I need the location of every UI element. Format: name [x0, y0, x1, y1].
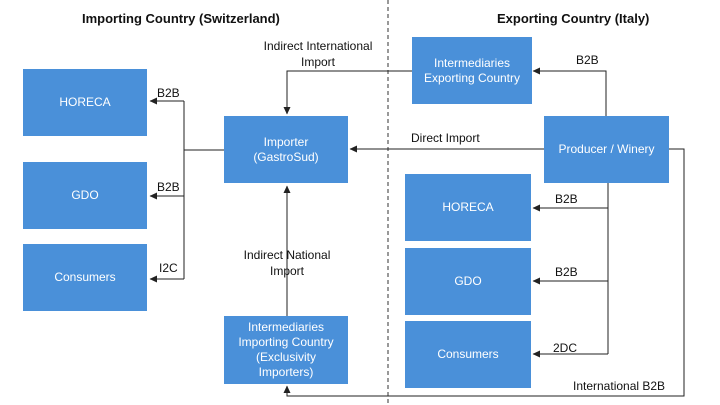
arrow-international-b2b	[283, 148, 685, 397]
box-consumers-it-label: Consumers	[437, 347, 499, 361]
box-intermediaries-importing-line1: Intermediaries	[247, 320, 325, 334]
box-gdo-it-label: GDO	[454, 274, 482, 288]
box-consumers-ch: Consumers	[23, 244, 147, 311]
label-indirect-national-line1: Indirect National	[243, 248, 331, 262]
box-intermediaries-exporting: Intermediaries Exporting Country	[412, 37, 532, 104]
box-gdo-ch: GDO	[23, 162, 147, 229]
label-b2b-horeca-ch: B2B	[157, 86, 180, 100]
box-horeca-ch-label: HORECA	[59, 95, 111, 109]
label-2dc: 2DC	[553, 341, 578, 355]
box-importer-line1: Importer	[263, 134, 309, 149]
box-intermediaries-importing-line4: Importers)	[258, 365, 314, 379]
box-consumers-it: Consumers	[405, 321, 531, 388]
label-b2b-gdo-ch: B2B	[157, 180, 180, 194]
box-intermediaries-importing-line3: (Exclusivity	[255, 350, 316, 364]
box-gdo-ch-label: GDO	[71, 188, 99, 202]
box-gdo-it: GDO	[405, 248, 531, 315]
label-b2b-gdo-it: B2B	[555, 265, 578, 279]
label-b2b-horeca-it: B2B	[555, 192, 578, 206]
box-horeca-it: HORECA	[405, 174, 531, 241]
box-intermediaries-exporting-line2: Exporting Country	[423, 70, 521, 85]
header-importing-country: Importing Country (Switzerland)	[82, 11, 280, 26]
box-intermediaries-exporting-line1: Intermediaries	[433, 55, 511, 70]
label-indirect-national-line2: Import	[269, 264, 305, 278]
label-i2c: I2C	[159, 261, 178, 275]
label-indirect-international-line1: Indirect International	[263, 39, 373, 53]
arrow-producer-to-intermediaries-exporting	[532, 67, 607, 116]
box-importer: Importer (GastroSud)	[224, 116, 348, 183]
header-exporting-country: Exporting Country (Italy)	[497, 11, 650, 26]
box-horeca-it-label: HORECA	[442, 200, 494, 214]
box-producer-winery: Producer / Winery	[544, 116, 669, 183]
box-importer-line2: (GastroSud)	[253, 149, 319, 164]
label-b2b-intermediaries-exporting: B2B	[576, 53, 599, 67]
label-international-b2b: International B2B	[573, 379, 666, 393]
box-horeca-ch: HORECA	[23, 69, 147, 136]
box-intermediaries-importing-line2: Importing Country	[238, 335, 334, 349]
arrow-indirect-international-import	[283, 70, 412, 115]
box-producer-winery-label: Producer / Winery	[558, 142, 655, 156]
box-intermediaries-importing: Intermediaries Importing Country (Exclus…	[224, 316, 348, 384]
box-consumers-ch-label: Consumers	[54, 270, 116, 284]
label-indirect-international-line2: Import	[300, 55, 336, 69]
label-direct-import: Direct Import	[411, 131, 480, 145]
